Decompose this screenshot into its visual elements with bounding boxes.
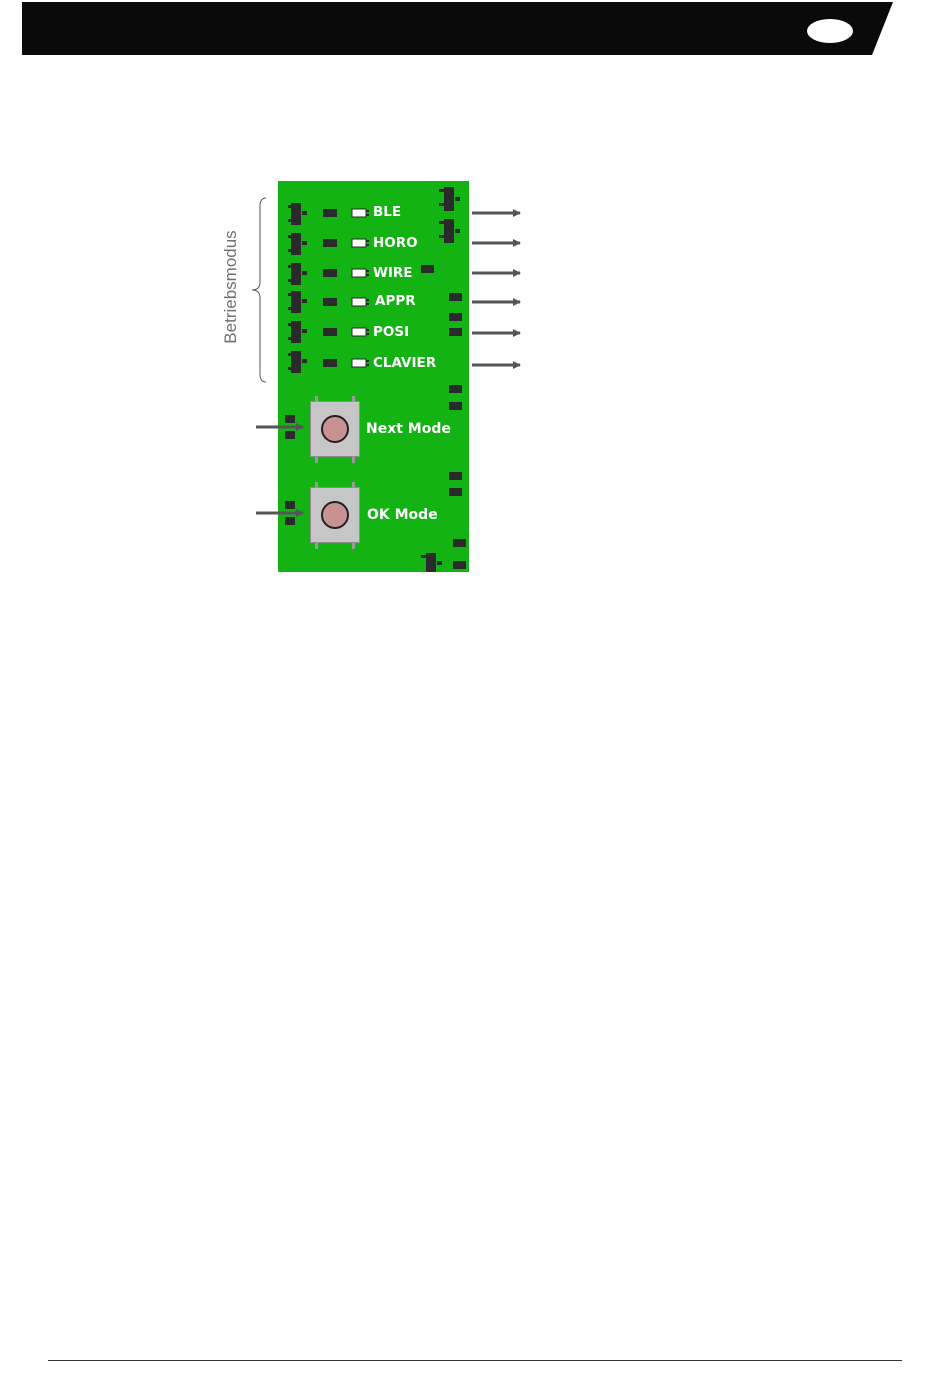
- footer-rule: [48, 1360, 902, 1361]
